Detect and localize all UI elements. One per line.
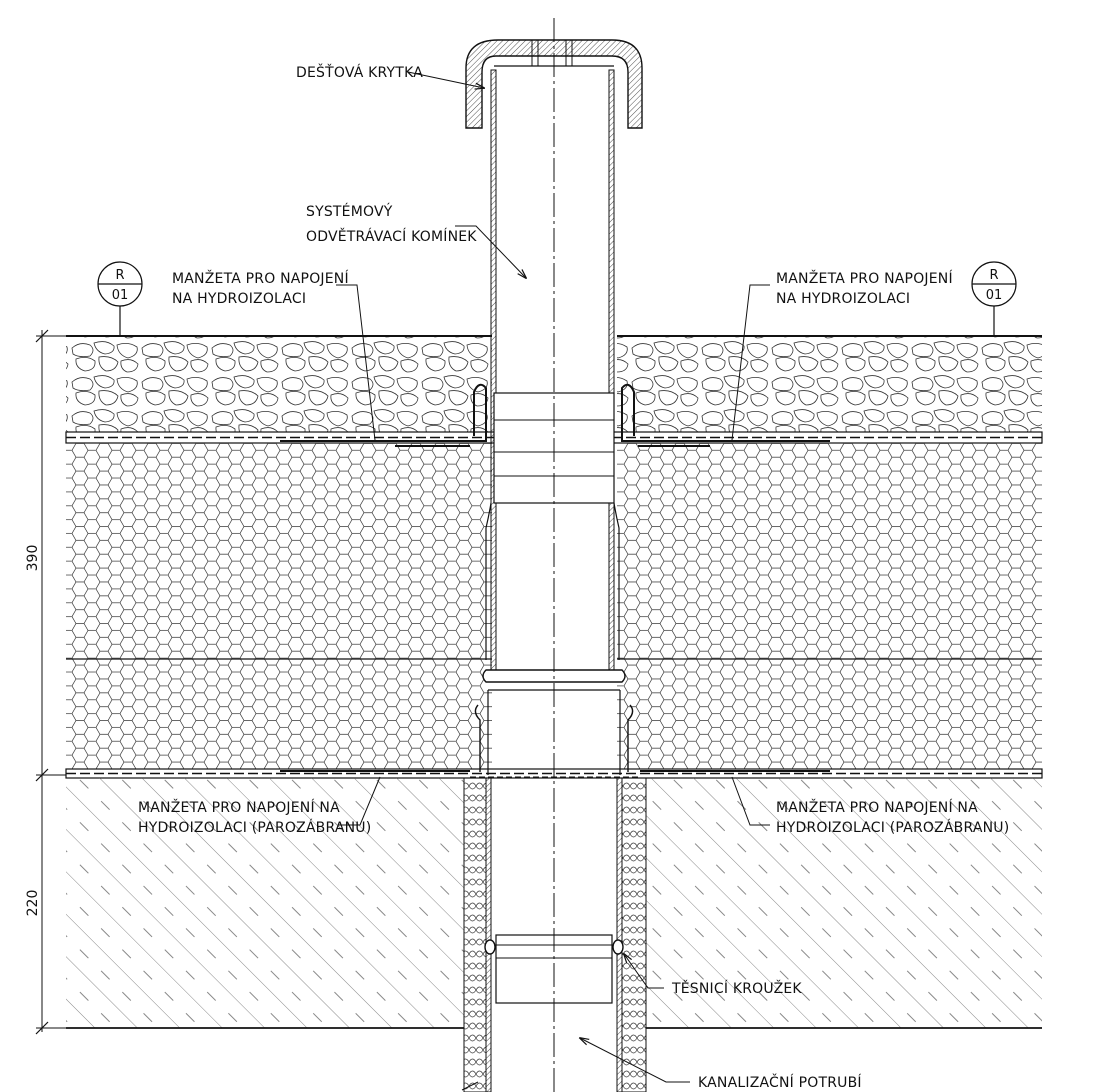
gravel-layer [66,337,1042,432]
label-sewer-pipe: KANALIZAČNÍ POTRUBÍ [698,1073,862,1091]
section-ref-left-number: 01 [112,288,129,303]
dimension-lower: 220 [25,890,41,917]
label-collar-left-line1: MANŽETA PRO NAPOJENÍ [172,269,349,287]
thermal-insulation-layer [66,443,1042,775]
section-ref-right-letter: R [989,268,998,283]
pipe-wool-insulation [463,777,647,1092]
seal-ring [484,939,624,955]
label-vapor-right-line1: MANŽETA PRO NAPOJENÍ NA [776,798,978,816]
label-chimney-line2: ODVĚTRÁVACÍ KOMÍNEK [306,228,477,245]
label-collar-right-line2: NA HYDROIZOLACI [776,291,910,307]
dimension-upper: 390 [25,545,41,572]
label-vapor-left-line1: MANŽETA PRO NAPOJENÍ NA [138,798,340,816]
leader-lines [336,71,770,1091]
label-chimney-line1: SYSTÉMOVÝ [306,203,393,220]
dimension-lines [35,329,66,1035]
membrane-collars [395,383,710,447]
label-seal-ring: TĚSNICÍ KROUŽEK [671,979,802,997]
rain-cap [465,39,643,129]
section-ref-left-letter: R [115,268,124,283]
section-ref-right-number: 01 [986,288,1003,303]
label-collar-left-line2: NA HYDROIZOLACI [172,291,306,307]
label-vapor-right-line2: HYDROIZOLACI (PAROZÁBRANU) [776,819,1009,836]
section-ref-left: R 01 [97,261,143,336]
label-vapor-left-line2: HYDROIZOLACI (PAROZÁBRANU) [138,819,371,836]
label-collar-right-line1: MANŽETA PRO NAPOJENÍ [776,269,953,287]
section-ref-right: R 01 [971,261,1017,336]
concrete-slab [66,778,1042,1029]
label-rain-cap: DEŠŤOVÁ KRYTKA [296,63,423,81]
